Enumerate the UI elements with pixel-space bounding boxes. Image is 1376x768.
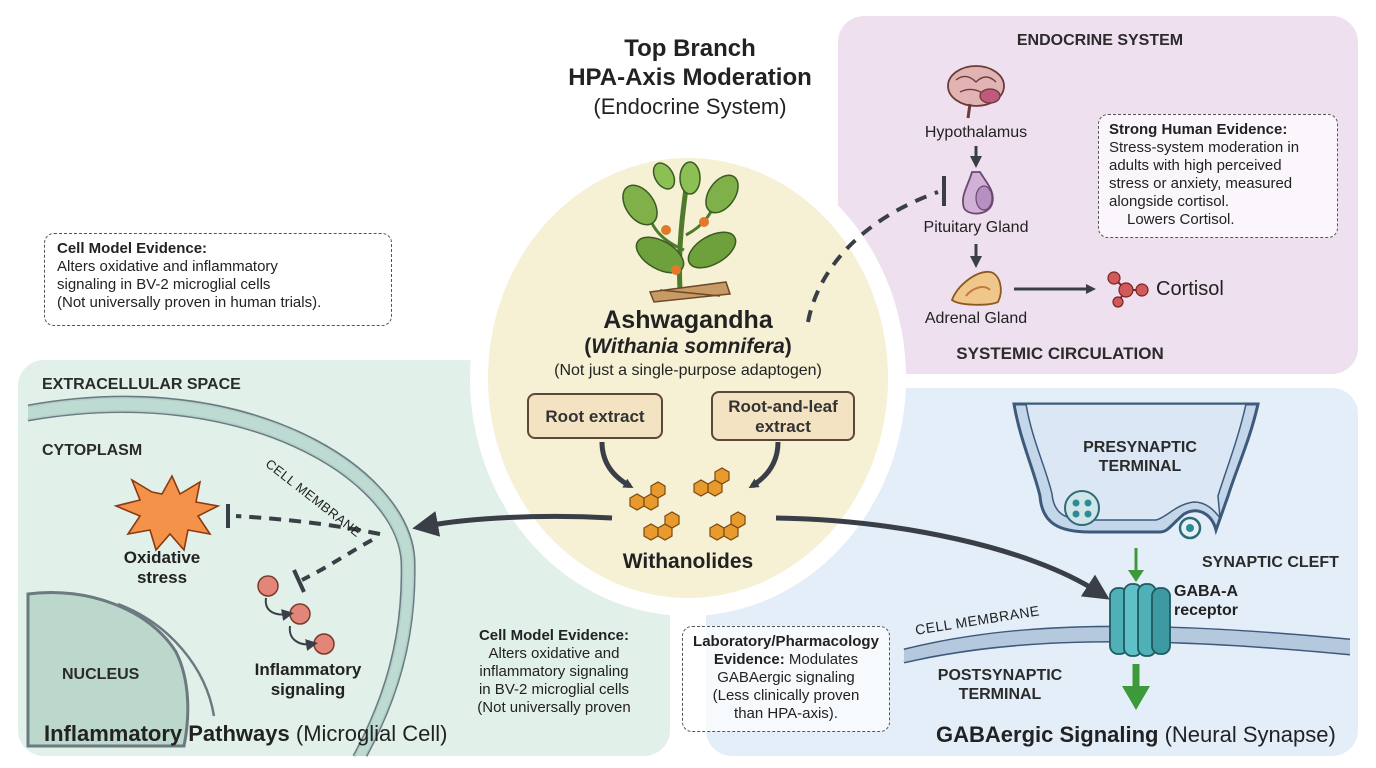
- cell-model-top-line1: Alters oxidative and inflammatory: [57, 258, 278, 275]
- top-branch-line3: (Endocrine System): [593, 94, 787, 119]
- gaba-a-receptor-icon: [1109, 583, 1171, 657]
- cell-model-top-line3: (Not universally proven in human trials)…: [57, 294, 322, 311]
- adrenal-label: Adrenal Gland: [924, 310, 1028, 327]
- strong-human-evidence-line2: adults with high perceived: [1109, 157, 1282, 174]
- root-to-withanolides-arrow: [599, 441, 634, 489]
- top-branch-line1: Top Branch: [624, 35, 756, 62]
- endocrine-title: ENDOCRINE SYSTEM: [1016, 32, 1184, 49]
- withanolides-label: Withanolides: [622, 550, 754, 573]
- lab-pharmacology-evidence-box: Laboratory/Pharmacology Evidence: Modula…: [682, 626, 890, 732]
- ashwagandha-plant-icon: [622, 161, 739, 303]
- pituitary-label: Pituitary Gland: [923, 219, 1029, 236]
- inflammatory-cascade-icon: [257, 575, 335, 655]
- nucleus-membrane-inner: [117, 602, 216, 717]
- nucleus-label: NUCLEUS: [62, 666, 140, 683]
- inflammatory-pathways-caption: Inflammatory Pathways (Microglial Cell): [44, 721, 448, 746]
- pituitary-gland-icon: [962, 171, 994, 215]
- inflammatory-inhibit-bar: [292, 569, 306, 593]
- oxidative-stress-icon: [113, 474, 221, 552]
- cortisol-molecule-icon: [1107, 271, 1149, 308]
- cell-model-top-line2: signaling in BV-2 microglial cells: [57, 276, 271, 293]
- microglia-cell-membrane-inner: [27, 410, 404, 757]
- systemic-circulation-label: SYSTEMIC CIRCULATION: [956, 344, 1164, 363]
- withanolides-to-microglia-arrow: [412, 511, 613, 537]
- release-vesicle-core: [1186, 524, 1194, 532]
- postsynaptic-label: POSTSYNAPTIC TERMINAL: [937, 667, 1063, 703]
- strong-human-evidence-title: Strong Human Evidence:: [1109, 121, 1288, 138]
- chloride-influx-arrowhead: [1122, 686, 1150, 710]
- strong-human-evidence-line1: Stress-system moderation in: [1109, 139, 1300, 156]
- cell-model-top-title: Cell Model Evidence:: [57, 240, 208, 257]
- postsynaptic-membrane-fill: [904, 627, 1350, 662]
- cell-model-evidence-box-top: Cell Model Evidence: Alters oxidative an…: [44, 233, 392, 326]
- cortisol-label: Cortisol: [1156, 278, 1224, 300]
- withanolides-to-gaba-arrow: [775, 515, 1110, 600]
- hypothalamus-label: Hypothalamus: [924, 124, 1028, 141]
- root-and-leaf-extract-label: Root-and-leaf extract: [711, 391, 855, 441]
- inflammatory-signaling-label: Inflammatory signaling: [254, 660, 362, 699]
- inflammatory-inhibit-line: [301, 538, 373, 582]
- ashwagandha-name: Ashwagandha: [603, 306, 773, 334]
- oxidative-stress-label: Oxidative stress: [123, 548, 201, 587]
- rootleaf-to-withanolides-arrow: [748, 441, 781, 489]
- strong-human-evidence-line4: alongside cortisol.: [1109, 193, 1230, 210]
- strong-human-evidence-line5: Lowers Cortisol.: [1127, 211, 1235, 228]
- extracellular-space-label: EXTRACELLULAR SPACE: [42, 376, 241, 393]
- center-oval: [488, 158, 888, 598]
- microglia-membrane-fill: [28, 397, 415, 756]
- gaba-release-arrowhead: [1128, 570, 1144, 582]
- top-branch-line2: HPA-Axis Moderation: [568, 64, 812, 91]
- gaba-a-receptor-label: GABA-A receptor: [1173, 583, 1239, 619]
- root-extract-label: Root extract: [527, 393, 663, 439]
- oxidative-inhibit-line: [235, 514, 381, 536]
- ashwagandha-subtitle: (Not just a single-purpose adaptogen): [554, 362, 822, 379]
- nucleus-shape: [26, 590, 190, 748]
- synaptic-vesicle-icon: [1064, 490, 1100, 526]
- adrenal-gland-icon: [950, 271, 1002, 306]
- ashwagandha-latin: (Withania somnifera): [584, 335, 792, 358]
- strong-human-evidence-box: Strong Human Evidence: Stress-system mod…: [1098, 114, 1338, 238]
- brain-icon: [947, 65, 1005, 119]
- gabaergic-signaling-caption: GABAergic Signaling (Neural Synapse): [936, 722, 1336, 747]
- microglia-evidence-text: Cell Model Evidence: Alters oxidative an…: [477, 627, 631, 716]
- withanolides-to-pituitary-inhibit: [806, 190, 939, 323]
- presynaptic-label: PRESYNAPTIC TERMINAL: [1083, 439, 1197, 475]
- cytoplasm-label: CYTOPLASM: [42, 442, 143, 459]
- synaptic-cleft-label: SYNAPTIC CLEFT: [1202, 554, 1339, 571]
- withanolide-molecules-icon: [629, 467, 746, 541]
- strong-human-evidence-line3: stress or anxiety, measured: [1109, 175, 1293, 192]
